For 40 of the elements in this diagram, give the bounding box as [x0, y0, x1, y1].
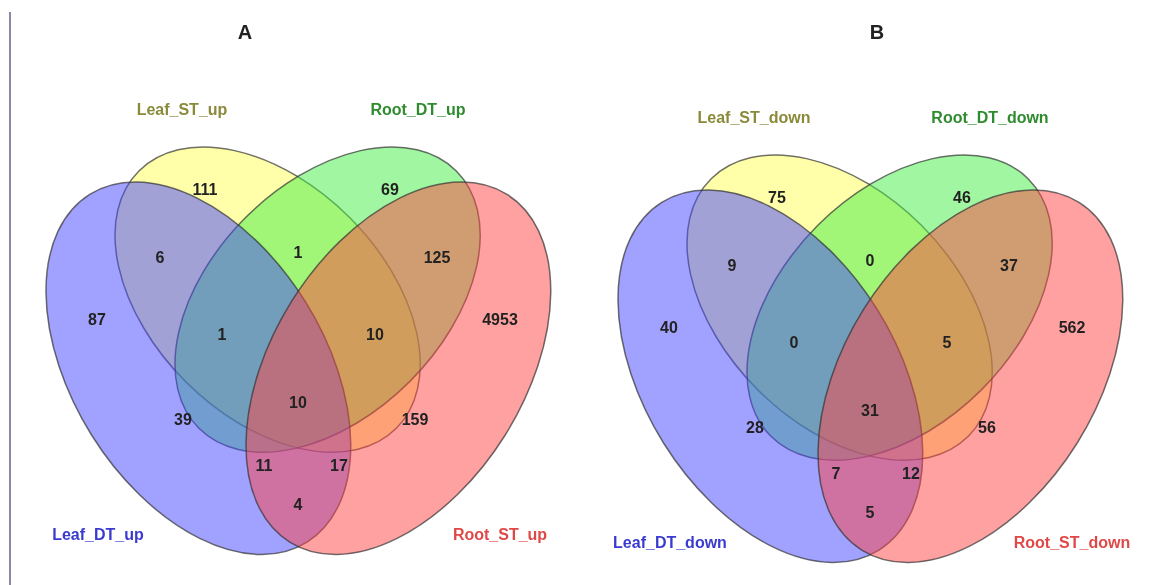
count-number: 11	[255, 457, 273, 475]
count-number: 562	[1058, 319, 1086, 337]
count-number: 10	[366, 326, 384, 344]
set-name: Leaf_ST_up	[136, 101, 228, 119]
count-number: 10	[289, 394, 307, 412]
panel-letter: B	[869, 20, 885, 44]
set-name: Root_ST_up	[452, 526, 548, 544]
count-number: 12	[902, 465, 920, 483]
count-number: 87	[88, 311, 106, 329]
count-number: 9	[727, 257, 737, 275]
count-number: 56	[978, 419, 996, 437]
set-name: Root_DT_up	[370, 101, 466, 119]
count-number: 40	[660, 319, 678, 337]
count-number: 31	[861, 402, 879, 420]
count-number: 17	[330, 457, 348, 475]
count-number: 4	[293, 496, 303, 514]
count-number: 125	[423, 249, 451, 267]
set-name: Leaf_DT_down	[613, 534, 727, 552]
count-number: 39	[174, 411, 192, 429]
count-number: 0	[865, 252, 875, 270]
count-number: 1	[293, 244, 303, 262]
count-number: 37	[1000, 257, 1018, 275]
panel-letter: A	[237, 20, 253, 44]
count-number: 5	[865, 504, 875, 522]
set-name: Leaf_ST_down	[697, 109, 811, 127]
count-number: 6	[155, 249, 165, 267]
count-number: 111	[192, 181, 218, 199]
count-number: 7	[831, 465, 841, 483]
count-number: 75	[768, 189, 786, 207]
count-number: 5	[942, 334, 952, 352]
count-number: 0	[789, 334, 799, 352]
count-number: 69	[381, 181, 399, 199]
count-number: 159	[401, 411, 429, 429]
count-number: 28	[746, 419, 764, 437]
count-number: 4953	[482, 311, 518, 329]
set-name: Root_DT_down	[931, 109, 1049, 127]
set-name: Root_ST_down	[1013, 534, 1131, 552]
count-number: 46	[953, 189, 971, 207]
count-number: 1	[217, 326, 227, 344]
set-name: Leaf_DT_up	[52, 526, 144, 544]
